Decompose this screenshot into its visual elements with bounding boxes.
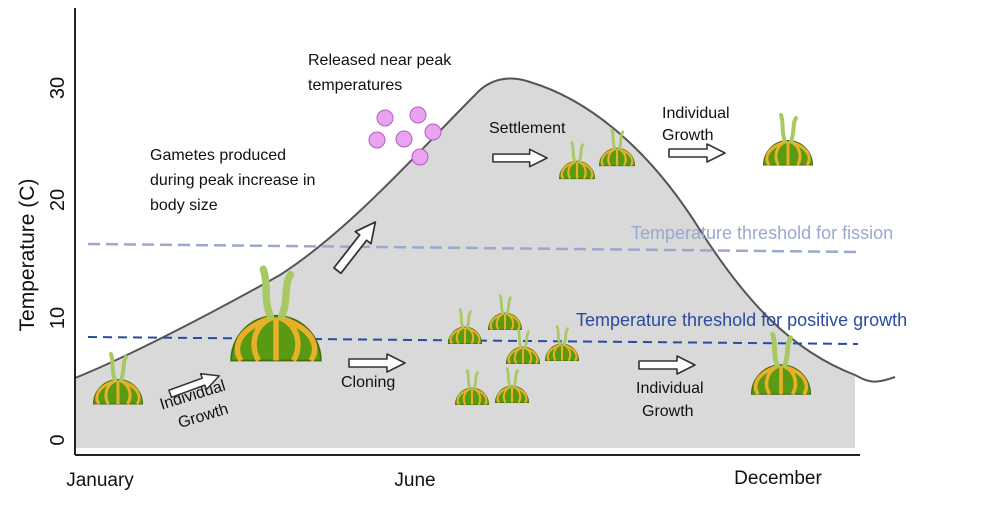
fission-threshold-line bbox=[87, 242, 859, 254]
temperature-curve bbox=[74, 77, 896, 383]
growth-bottom-annotation: Individual Growth bbox=[636, 380, 708, 420]
cloning-annotation: Cloning bbox=[341, 374, 395, 391]
y-tick-30: 30 bbox=[47, 77, 69, 99]
animal-icon bbox=[764, 115, 813, 165]
x-tick-december: December bbox=[734, 468, 822, 489]
gamete-icon bbox=[409, 106, 427, 124]
y-tick-0: 0 bbox=[47, 434, 69, 445]
arrow-icon bbox=[668, 143, 726, 163]
fission-threshold-label: Temperature threshold for fission bbox=[631, 223, 893, 243]
growth-threshold-line bbox=[87, 336, 859, 345]
y-tick-labels: 0 10 20 30 bbox=[47, 77, 69, 446]
released-annotation: Released near peak temperatures bbox=[308, 52, 456, 94]
y-tick-10: 10 bbox=[47, 307, 69, 329]
gamete-icon bbox=[376, 109, 394, 127]
growth-top-annotation: Individual Growth bbox=[662, 105, 734, 144]
settlement-annotation: Settlement bbox=[489, 120, 566, 137]
y-tick-20: 20 bbox=[47, 189, 69, 211]
gamete-icon bbox=[424, 123, 442, 141]
gamete-icon bbox=[411, 148, 429, 166]
growth-threshold-label: Temperature threshold for positive growt… bbox=[576, 310, 907, 330]
y-axis-label: Temperature (C) bbox=[16, 179, 39, 332]
x-tick-january: January bbox=[66, 470, 134, 491]
gamete-icon bbox=[368, 131, 386, 149]
gamete-icon bbox=[395, 130, 413, 148]
gametes-annotation: Gametes produced during peak increase in… bbox=[150, 147, 320, 214]
gametes-cluster bbox=[368, 106, 442, 166]
x-tick-june: June bbox=[394, 470, 435, 491]
